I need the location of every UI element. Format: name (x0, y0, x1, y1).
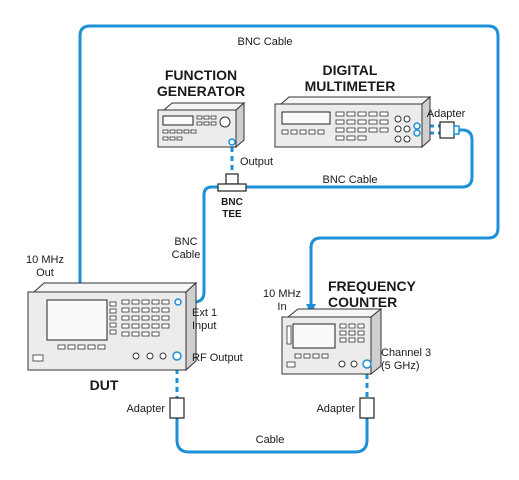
label-ext1-2: Input (192, 320, 216, 332)
fg-knob[interactable] (219, 116, 231, 128)
label-bnc-tee-2: TEE (222, 209, 242, 220)
label-channel3-2: (5 GHz) (381, 360, 420, 372)
dut-softkeys (109, 301, 117, 335)
label-frequency-counter-2: COUNTER (328, 294, 397, 310)
dut-instrument[interactable] (27, 281, 198, 372)
label-bnc-cable-mid: BNC Cable (322, 174, 377, 186)
fg-keypad (162, 115, 217, 141)
label-adapter-dut: Adapter (126, 403, 165, 415)
label-output: Output (240, 156, 273, 168)
label-ref-out-2: Out (36, 267, 54, 279)
label-dut: DUT (90, 377, 119, 393)
fg-display (162, 115, 194, 126)
dut-rf-output-port[interactable] (172, 351, 182, 361)
label-adapter-counter: Adapter (316, 403, 355, 415)
dmm-display (281, 111, 331, 125)
dmm-terminals[interactable] (394, 115, 421, 143)
counter-ch1-port (338, 360, 346, 368)
label-ref-out-1: 10 MHz (26, 254, 64, 266)
bnc-cable-ext1 (178, 185, 220, 304)
counter-ch2-port (350, 360, 358, 368)
label-channel3-1: Channel 3 (381, 347, 431, 359)
bnc-tee[interactable] (217, 173, 247, 192)
fg-output-port[interactable] (228, 138, 236, 146)
dmm-adapter[interactable] (439, 121, 460, 139)
dut-power-button[interactable] (32, 354, 44, 362)
label-function-generator-2: GENERATOR (157, 83, 245, 99)
digital-multimeter[interactable] (274, 95, 432, 149)
label-rf-output: RF Output (192, 352, 243, 364)
label-function-generator-1: FUNCTION (165, 67, 237, 83)
label-bnc-cable-vertical-1: BNC (174, 236, 197, 248)
dut-display (46, 299, 108, 341)
dut-ext1-input-port[interactable] (174, 298, 182, 306)
dut-port-a (132, 352, 140, 360)
label-adapter-dmm: Adapter (427, 108, 466, 120)
function-generator[interactable] (157, 101, 246, 149)
label-digital-multimeter-2: MULTIMETER (305, 78, 396, 94)
bnc-cable-dmm (239, 128, 474, 189)
label-ext1-1: Ext 1 (192, 307, 217, 319)
dut-port-b (146, 352, 154, 360)
dmm-keypad (281, 111, 389, 141)
counter-keypad (286, 323, 365, 368)
label-bnc-cable-vertical-2: Cable (172, 249, 201, 261)
counter-adapter[interactable] (359, 397, 375, 419)
label-frequency-counter-1: FREQUENCY (328, 278, 417, 294)
counter-display (292, 323, 336, 349)
label-bnc-cable-top: BNC Cable (237, 36, 292, 48)
dut-keypad (32, 299, 170, 362)
label-cable-bottom: Cable (256, 434, 285, 446)
bnc-cable-reference (78, 24, 500, 314)
dut-port-c (159, 352, 167, 360)
label-digital-multimeter-1: DIGITAL (323, 62, 378, 78)
counter-ch3-port[interactable] (362, 359, 372, 369)
label-ref-in-1: 10 MHz (263, 288, 301, 300)
cable-bottom (175, 416, 369, 454)
dut-adapter[interactable] (169, 397, 185, 419)
counter-power-button[interactable] (286, 361, 296, 368)
frequency-counter[interactable] (281, 307, 383, 376)
label-ref-in-2: In (277, 301, 286, 313)
label-bnc-tee-1: BNC (221, 197, 243, 208)
